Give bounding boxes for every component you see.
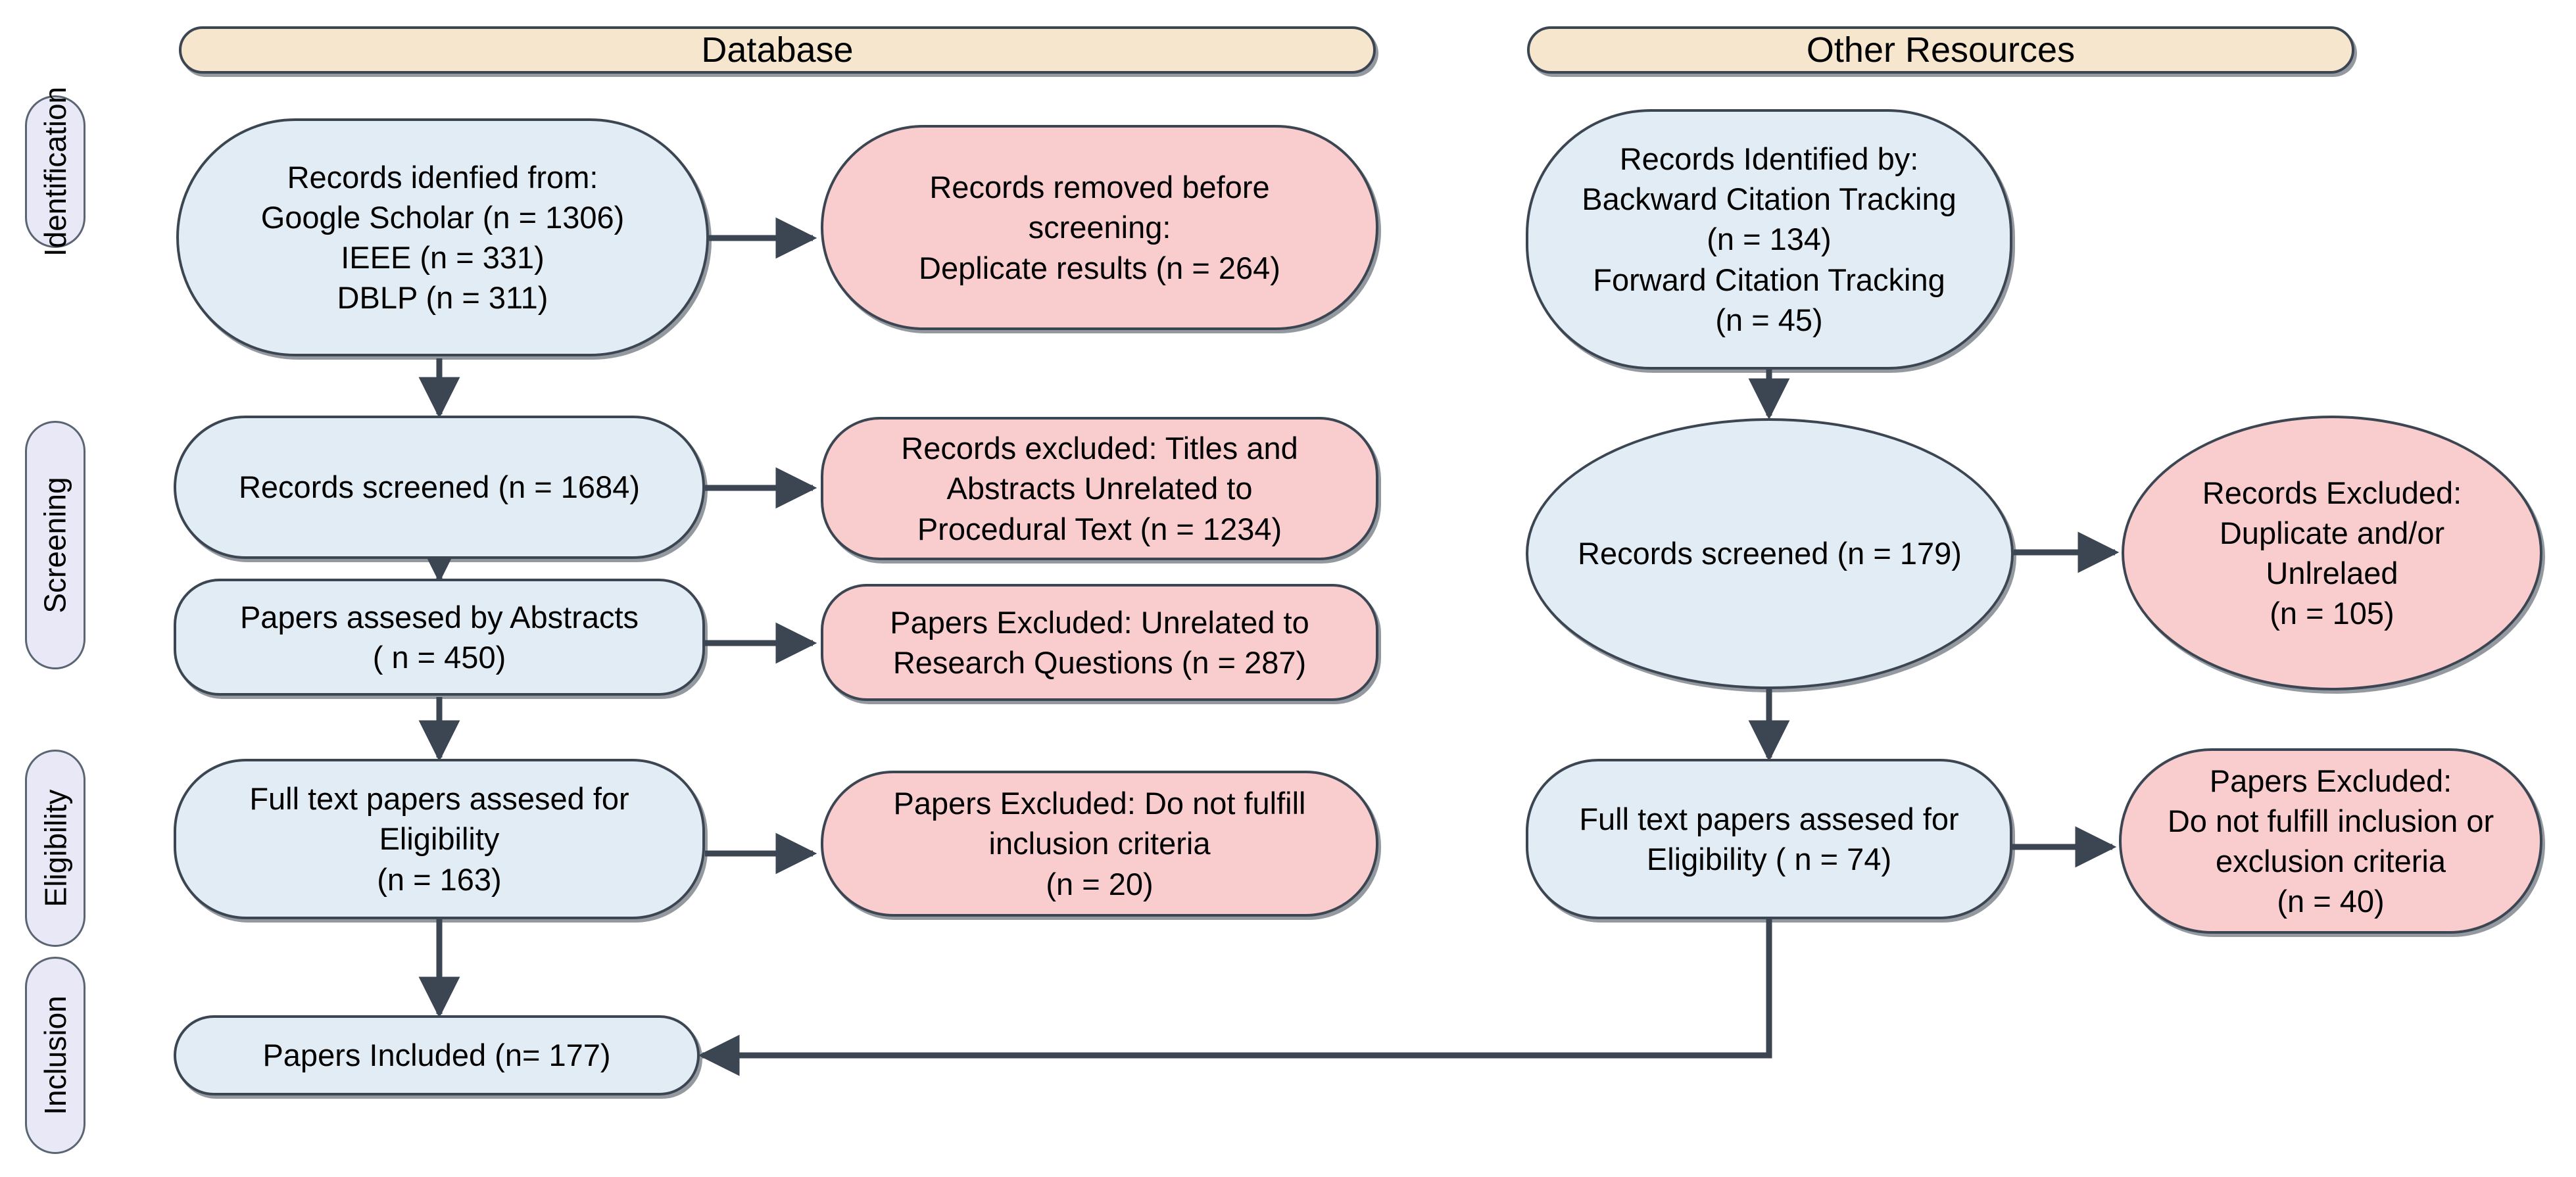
column-header-other-resources: Other Resources <box>1527 26 2354 74</box>
node-records-removed-before-screening: Records removed before screening: Deplic… <box>821 125 1378 330</box>
phase-label-eligibility: Eligibility <box>25 750 85 947</box>
node-papers-excluded-inclusion-exclusion-criteria: Papers Excluded: Do not fulfill inclusio… <box>2119 748 2542 934</box>
node-records-identified-database: Records idenfied from: Google Scholar (n… <box>176 118 709 356</box>
column-header-database-label: Database <box>701 30 854 70</box>
node-records-screened-other-resources: Records screened (n = 179) <box>1526 418 2014 689</box>
node-papers-assessed-by-abstracts: Papers assesed by Abstracts ( n = 450) <box>174 579 705 696</box>
phase-label-identification-text: Identification <box>38 86 72 257</box>
phase-label-inclusion-text: Inclusion <box>38 996 72 1115</box>
column-header-database: Database <box>179 26 1376 74</box>
node-papers-excluded-inclusion-criteria: Papers Excluded: Do not fulfill inclusio… <box>821 771 1378 917</box>
node-records-excluded-titles-abstracts: Records excluded: Titles and Abstracts U… <box>821 417 1378 560</box>
phase-label-eligibility-text: Eligibility <box>38 789 73 907</box>
node-papers-excluded-research-questions: Papers Excluded: Unrelated to Research Q… <box>821 584 1378 701</box>
node-papers-included: Papers Included (n= 177) <box>174 1015 700 1095</box>
edge-or-fulltext-to-included <box>698 919 1772 1076</box>
phase-label-identification: Identification <box>25 87 85 256</box>
phase-label-screening: Screening <box>25 421 85 669</box>
node-records-screened-database: Records screened (n = 1684) <box>174 416 705 559</box>
node-full-text-assessed-database: Full text papers assesed for Eligibility… <box>174 759 705 919</box>
column-header-other-resources-label: Other Resources <box>1806 30 2076 70</box>
node-full-text-assessed-other-resources: Full text papers assesed for Eligibility… <box>1526 759 2012 919</box>
phase-label-screening-text: Screening <box>38 477 73 613</box>
node-records-identified-other-resources: Records Identified by: Backward Citation… <box>1526 109 2012 370</box>
node-records-excluded-duplicate-unrelated: Records Excluded: Duplicate and/or Unlre… <box>2122 416 2542 690</box>
phase-label-inclusion: Inclusion <box>25 957 85 1154</box>
